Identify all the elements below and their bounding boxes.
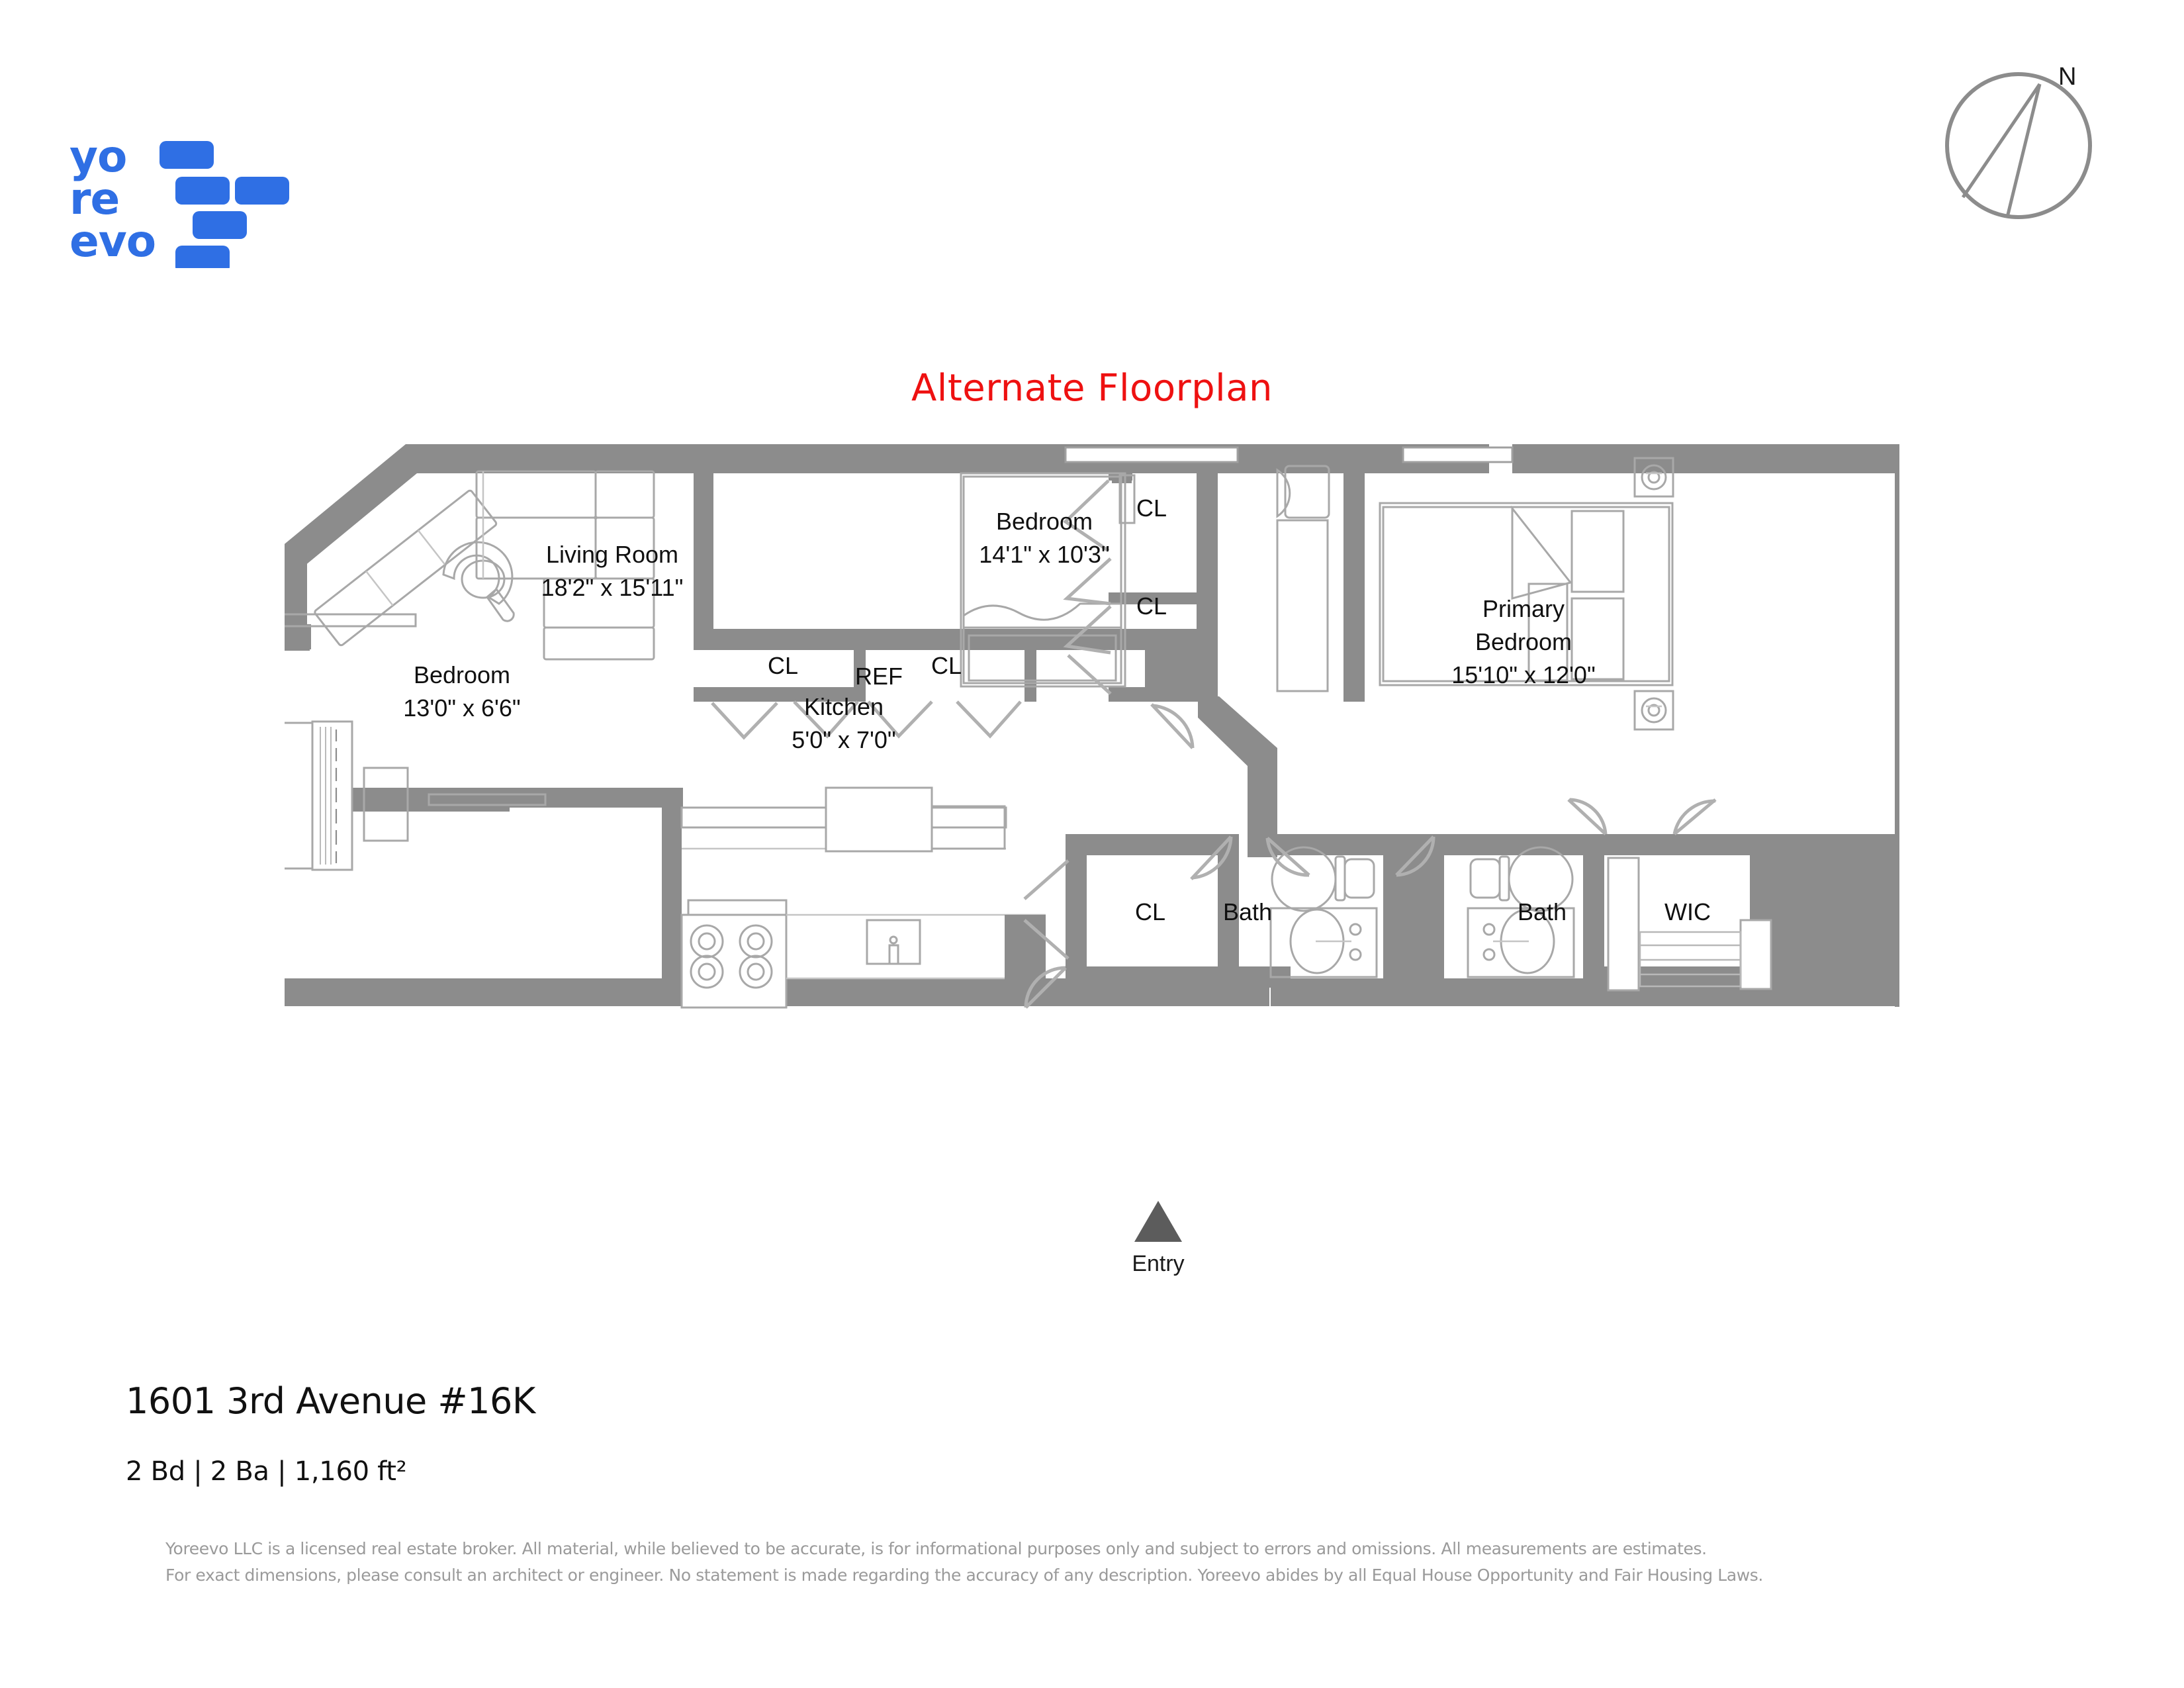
sectional-sofa-icon [475, 470, 655, 661]
wic-label: WIC [1664, 898, 1711, 925]
logo-bricks-icon [159, 141, 289, 268]
room-labels: Living Room 18'2" x 15'11" Bedroom 14'1"… [403, 494, 1711, 925]
bath1-fixtures [1269, 846, 1378, 978]
listing-address: 1601 3rd Avenue #16K [126, 1380, 535, 1422]
bedroom2-furniture [960, 472, 1136, 688]
entry-label: Entry [1132, 1251, 1185, 1276]
primary-bedroom-furniture [1276, 457, 1674, 731]
compass-rose-icon [1945, 72, 2092, 219]
kitchen-label: Kitchen [804, 693, 884, 720]
disclaimer-line-1: Yoreevo LLC is a licensed real estate br… [165, 1539, 1707, 1558]
living-room-furniture [285, 470, 655, 871]
logo-line-3: evo [69, 216, 156, 267]
doors [711, 479, 1717, 1009]
kitchen-dimensions: 5'0" x 7'0" [792, 726, 895, 753]
compass-north-label: N [2058, 63, 2077, 91]
bedroom3-dimensions: 13'0" x 6'6" [403, 694, 520, 722]
kitchen-fixtures [428, 786, 1046, 1009]
refrigerator-label: REF [855, 663, 903, 690]
windows [1064, 446, 1514, 463]
closet-label-3: CL [768, 652, 798, 679]
primary-bedroom-dimensions: 15'10" x 12'0" [1451, 661, 1595, 688]
logo-line-2: re [69, 173, 120, 224]
page-title: Alternate Floorplan [911, 367, 1273, 410]
stove-icon [680, 899, 788, 1009]
listing-specs: 2 Bd | 2 Ba | 1,160 ft² [126, 1456, 407, 1487]
wic-shelving [1607, 857, 1772, 992]
primary-bedroom-label-line1: Primary [1482, 595, 1565, 622]
bedroom2-label: Bedroom [996, 508, 1093, 535]
bath2-fixtures [1467, 846, 1575, 978]
floorplan-drawing: .wall { fill:#8c8c8c; } .furn { fill:non… [285, 444, 1899, 1009]
closet-label-5: CL [1135, 898, 1165, 925]
living-room-label: Living Room [546, 541, 678, 568]
sink-icon [866, 919, 921, 965]
bath1-label: Bath [1223, 898, 1272, 925]
disclaimer-line-2: For exact dimensions, please consult an … [165, 1566, 1763, 1585]
entry-arrow-icon [1134, 1201, 1182, 1242]
bath2-label: Bath [1518, 898, 1567, 925]
primary-bedroom-label-line2: Bedroom [1475, 628, 1572, 655]
closet-label-1: CL [1136, 494, 1167, 522]
bedroom2-dimensions: 14'1" x 10'3" [979, 541, 1109, 568]
bedroom3-label: Bedroom [414, 661, 510, 688]
closet-label-4: CL [931, 652, 962, 679]
logo-line-1: yo [69, 131, 127, 182]
living-room-dimensions: 18'2" x 15'11" [541, 574, 684, 601]
piano-icon [285, 720, 409, 871]
legal-disclaimer: Yoreevo LLC is a licensed real estate br… [165, 1536, 2038, 1589]
nightstand-lamp-icon [1633, 457, 1674, 731]
closet-label-2: CL [1136, 592, 1167, 620]
